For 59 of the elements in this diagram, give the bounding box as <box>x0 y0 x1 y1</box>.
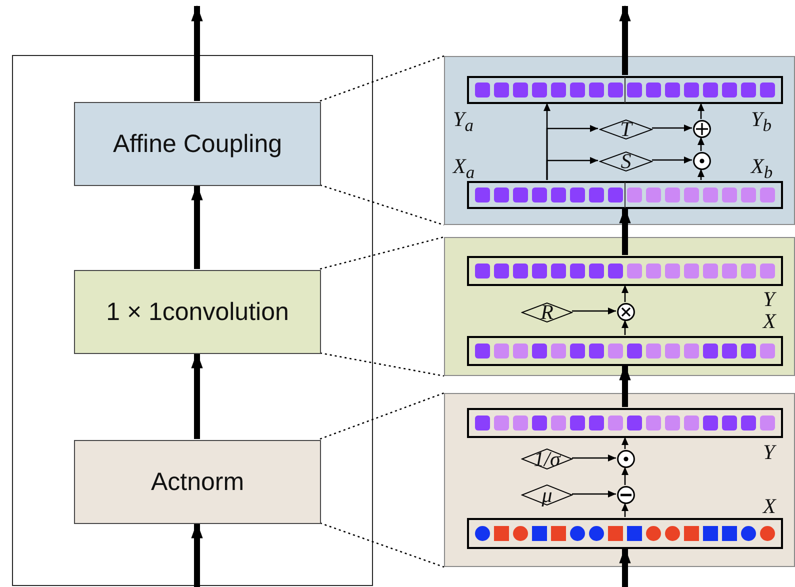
dotted-leader-line <box>320 352 444 377</box>
arrow <box>191 184 203 269</box>
arrow <box>698 103 704 119</box>
dot-circle-icon <box>617 450 635 468</box>
parameter-diamond: T <box>599 119 653 140</box>
variable-label: X$_{b}$ <box>751 156 773 182</box>
arrow <box>622 503 628 517</box>
arrow <box>546 157 598 180</box>
parameter-diamond: S <box>599 151 653 172</box>
arrow <box>619 5 631 75</box>
parameter-diamond: μ <box>521 484 573 506</box>
detail-panel <box>444 237 795 376</box>
parameter-diamond: 1/σ <box>521 448 573 470</box>
dot-circle-icon <box>693 152 711 170</box>
arrow <box>191 352 203 439</box>
dotted-leader-line <box>320 236 444 270</box>
variable-label: Y <box>763 289 775 310</box>
process-box: Affine Coupling <box>74 102 321 186</box>
variable-label: X$_{a}$ <box>453 156 475 182</box>
variable-label: Y$_{b}$ <box>751 109 772 135</box>
token-row <box>467 76 783 104</box>
variable-label: Y <box>763 442 775 463</box>
arrow <box>619 364 631 407</box>
minus-circle-icon <box>617 486 635 504</box>
arrow <box>191 522 203 587</box>
arrow <box>619 207 631 255</box>
dotted-leader-line <box>320 522 444 568</box>
parameter-diamond: R <box>521 302 573 323</box>
arrow <box>622 467 628 485</box>
variable-label: Y$_{a}$ <box>453 109 474 135</box>
token-row <box>467 518 783 549</box>
times-circle-icon <box>617 303 635 321</box>
arrow <box>652 124 692 132</box>
token-row <box>467 336 783 366</box>
arrow <box>622 285 628 302</box>
variable-label: X <box>763 311 776 332</box>
token-row <box>467 408 783 438</box>
module-frame <box>12 55 373 586</box>
process-box: 1 × 1convolution <box>74 270 321 354</box>
arrow <box>572 454 616 462</box>
arrow <box>622 320 628 335</box>
detail-panel <box>444 393 795 567</box>
arrow <box>652 156 692 164</box>
arrow <box>572 490 616 498</box>
process-box: Actnorm <box>74 440 321 524</box>
arrow <box>698 169 704 180</box>
arrow <box>698 137 704 151</box>
token-row <box>467 256 783 286</box>
dotted-leader-line <box>320 184 444 226</box>
arrow <box>622 437 628 449</box>
arrow <box>619 547 631 587</box>
plus-circle-icon <box>693 120 711 138</box>
dotted-leader-line <box>320 55 444 102</box>
variable-label: X <box>763 496 776 517</box>
token-row <box>467 181 783 209</box>
arrow <box>191 5 203 101</box>
detail-panel <box>444 56 795 225</box>
dotted-leader-line <box>320 392 444 440</box>
arrow <box>572 308 616 314</box>
